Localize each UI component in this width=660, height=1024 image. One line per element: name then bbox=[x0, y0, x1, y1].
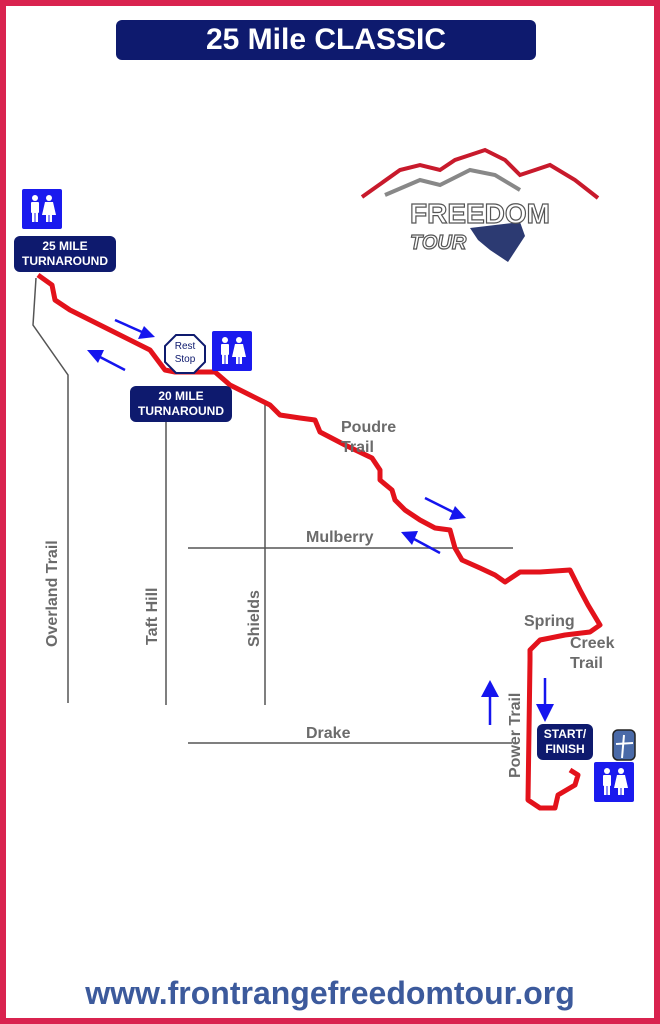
website-url[interactable]: www.frontrangefreedomtour.org bbox=[85, 975, 575, 1011]
shields-label: Shields bbox=[246, 590, 263, 647]
overland-trail-label: Overland Trail bbox=[44, 540, 61, 647]
arrow-outbound-2 bbox=[424, 496, 466, 520]
arrow-inbound-1 bbox=[87, 350, 126, 372]
restroom-icon bbox=[594, 762, 634, 802]
rest-stop-icon bbox=[164, 334, 206, 374]
restroom-icon bbox=[212, 331, 252, 371]
map-title: 25 Mile CLASSIC bbox=[116, 20, 536, 60]
logo-freedom: FREEDOM bbox=[409, 197, 550, 229]
drake-label: Drake bbox=[306, 725, 351, 742]
restroom-icon bbox=[22, 189, 62, 229]
logo-tour: TOUR bbox=[409, 231, 467, 254]
route-line bbox=[36, 272, 603, 811]
church-icon bbox=[612, 729, 636, 761]
arrow-up bbox=[481, 680, 499, 725]
arrow-outbound-1 bbox=[114, 318, 155, 339]
arrow-down bbox=[536, 678, 554, 722]
spring-label: Spring bbox=[524, 613, 575, 630]
taft-hill-label: Taft Hill bbox=[144, 587, 161, 645]
power-trail-label: Power Trail bbox=[507, 692, 524, 778]
overland-trail-road bbox=[32, 277, 69, 703]
sign-start-finish: START/FINISH bbox=[537, 724, 593, 760]
arrow-inbound-2 bbox=[401, 531, 441, 555]
mulberry-label: Mulberry bbox=[306, 529, 374, 546]
logo-mountains-icon bbox=[360, 147, 600, 262]
